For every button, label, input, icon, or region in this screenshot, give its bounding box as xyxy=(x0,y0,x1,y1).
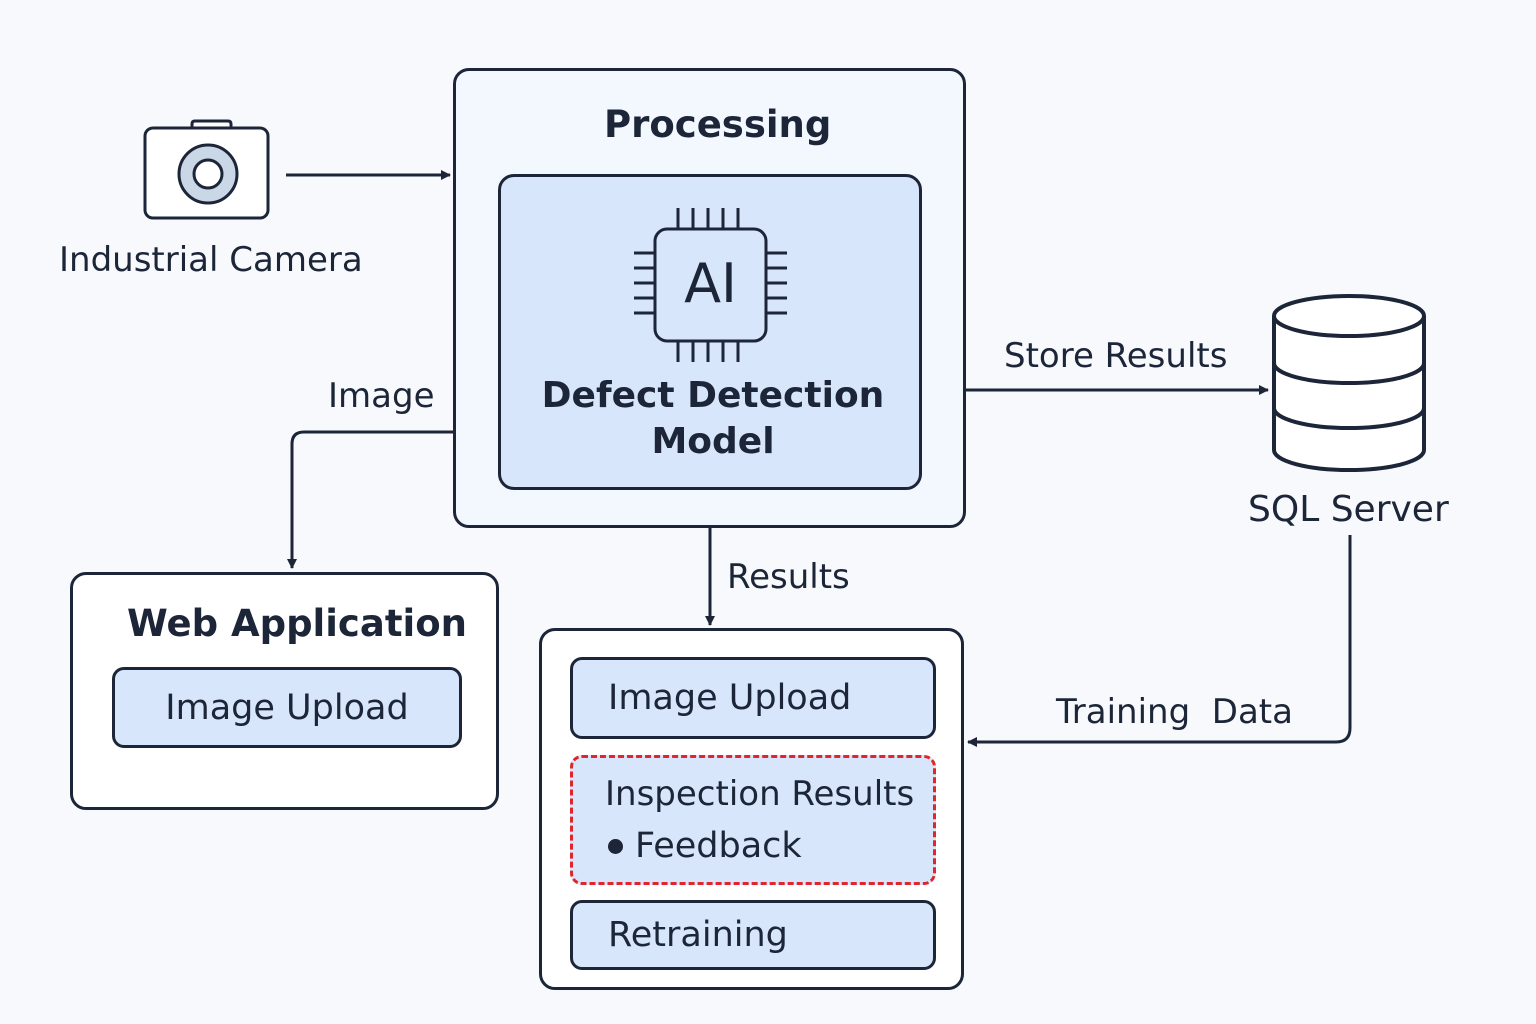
feedback-label: Feedback xyxy=(635,826,802,866)
sql-server-label: SQL Server xyxy=(1248,489,1449,530)
inspection-results-box xyxy=(570,755,936,885)
web-image-upload-label: Image Upload xyxy=(165,688,409,728)
camera-label: Industrial Camera xyxy=(59,240,363,280)
results-image-upload-label: Image Upload xyxy=(608,678,852,718)
retraining-box xyxy=(570,900,936,970)
results-image-upload-box xyxy=(570,657,936,739)
edge-label-image: Image xyxy=(328,376,435,416)
database-icon xyxy=(1272,294,1426,472)
sql-to-results-arrow xyxy=(967,535,1352,747)
ai-chip-text: AI xyxy=(684,252,737,315)
ai-chip-icon: AI xyxy=(632,205,792,365)
processing-to-webapp-arrow xyxy=(287,430,454,569)
camera-icon xyxy=(143,119,270,220)
edge-label-results: Results xyxy=(727,557,850,597)
processing-title: Processing xyxy=(604,103,832,146)
edge-label-store-results: Store Results xyxy=(1004,336,1228,376)
retraining-label: Retraining xyxy=(608,915,788,955)
bullet-icon xyxy=(608,839,623,854)
web-application-title: Web Application xyxy=(127,602,467,645)
edge-label-training-data: Training Data xyxy=(1056,692,1293,732)
web-image-upload-box xyxy=(112,667,462,748)
inspection-results-label: Inspection Results xyxy=(605,774,915,814)
model-label-line1: Defect Detection xyxy=(541,375,885,416)
model-label-line2: Model xyxy=(651,421,775,462)
